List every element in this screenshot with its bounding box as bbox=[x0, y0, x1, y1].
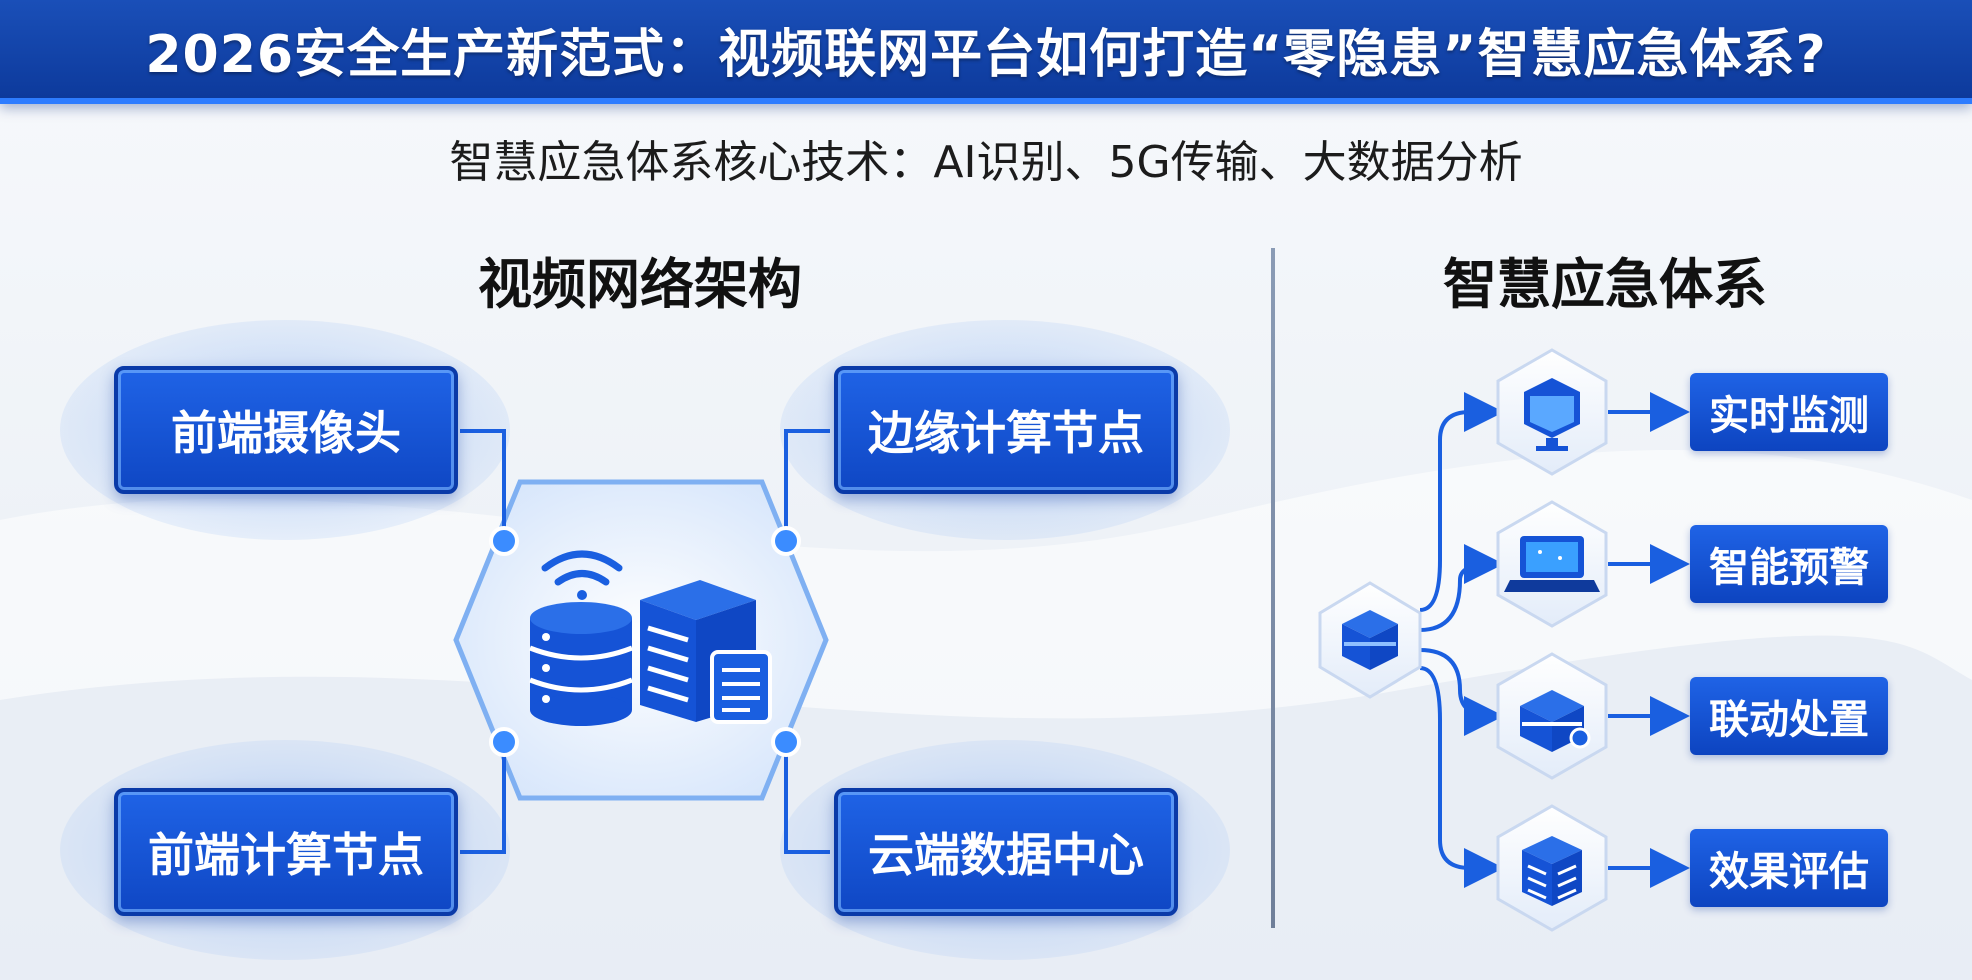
line-front-camera bbox=[460, 429, 506, 541]
page-title: 2026安全生产新范式：视频联网平台如何打造“零隐患”智慧应急体系? bbox=[145, 24, 1827, 85]
hub-port-top-right bbox=[771, 526, 801, 556]
left-section-heading: 视频网络架构 bbox=[478, 253, 802, 316]
monitor-cube-icon bbox=[1524, 378, 1580, 451]
step-label: 联动处置 bbox=[1709, 697, 1869, 743]
right-section-heading: 智慧应急体系 bbox=[1443, 253, 1767, 316]
step-smart-warning: 智能预警 bbox=[1690, 525, 1888, 603]
step-label: 效果评估 bbox=[1709, 849, 1869, 895]
branch-to-response bbox=[1419, 648, 1504, 736]
hub-port-bottom-right bbox=[771, 727, 801, 757]
hub-port-top-left bbox=[489, 526, 519, 556]
document-icon bbox=[710, 650, 772, 724]
line-edge-node bbox=[784, 429, 830, 541]
subtitle: 智慧应急体系核心技术：AI识别、5G传输、大数据分析 bbox=[449, 137, 1523, 188]
node-front-camera: 前端摄像头 bbox=[114, 366, 458, 494]
node-label: 前端计算节点 bbox=[148, 828, 424, 882]
node-label: 边缘计算节点 bbox=[868, 406, 1144, 460]
hub-port-bottom-left bbox=[489, 727, 519, 757]
step-effect-evaluation: 效果评估 bbox=[1690, 829, 1888, 907]
database-icon bbox=[529, 602, 633, 726]
node-edge-compute: 边缘计算节点 bbox=[834, 366, 1178, 494]
node-label: 前端摄像头 bbox=[171, 406, 401, 460]
step-realtime-monitoring: 实时监测 bbox=[1690, 373, 1888, 451]
node-front-compute: 前端计算节点 bbox=[114, 788, 458, 916]
laptop-icon bbox=[1504, 536, 1600, 592]
node-cloud-datacenter: 云端数据中心 bbox=[834, 788, 1178, 916]
wifi-icon bbox=[541, 550, 623, 600]
box-alert-icon bbox=[1520, 690, 1591, 752]
title-bar: 2026安全生产新范式：视频联网平台如何打造“零隐患”智慧应急体系? bbox=[0, 0, 1972, 104]
branch-to-warning bbox=[1419, 544, 1504, 632]
server-rack-icon bbox=[1522, 836, 1582, 906]
line-cloud-center bbox=[784, 742, 830, 854]
step-linked-response: 联动处置 bbox=[1690, 677, 1888, 755]
cube-icon bbox=[1342, 610, 1398, 670]
branch-to-monitor bbox=[1419, 392, 1504, 612]
step-label: 实时监测 bbox=[1709, 393, 1869, 439]
branch-to-evaluate bbox=[1419, 666, 1504, 888]
line-front-compute bbox=[460, 742, 506, 854]
node-label: 云端数据中心 bbox=[868, 828, 1144, 882]
step-label: 智能预警 bbox=[1709, 545, 1869, 591]
section-divider bbox=[1271, 248, 1275, 928]
